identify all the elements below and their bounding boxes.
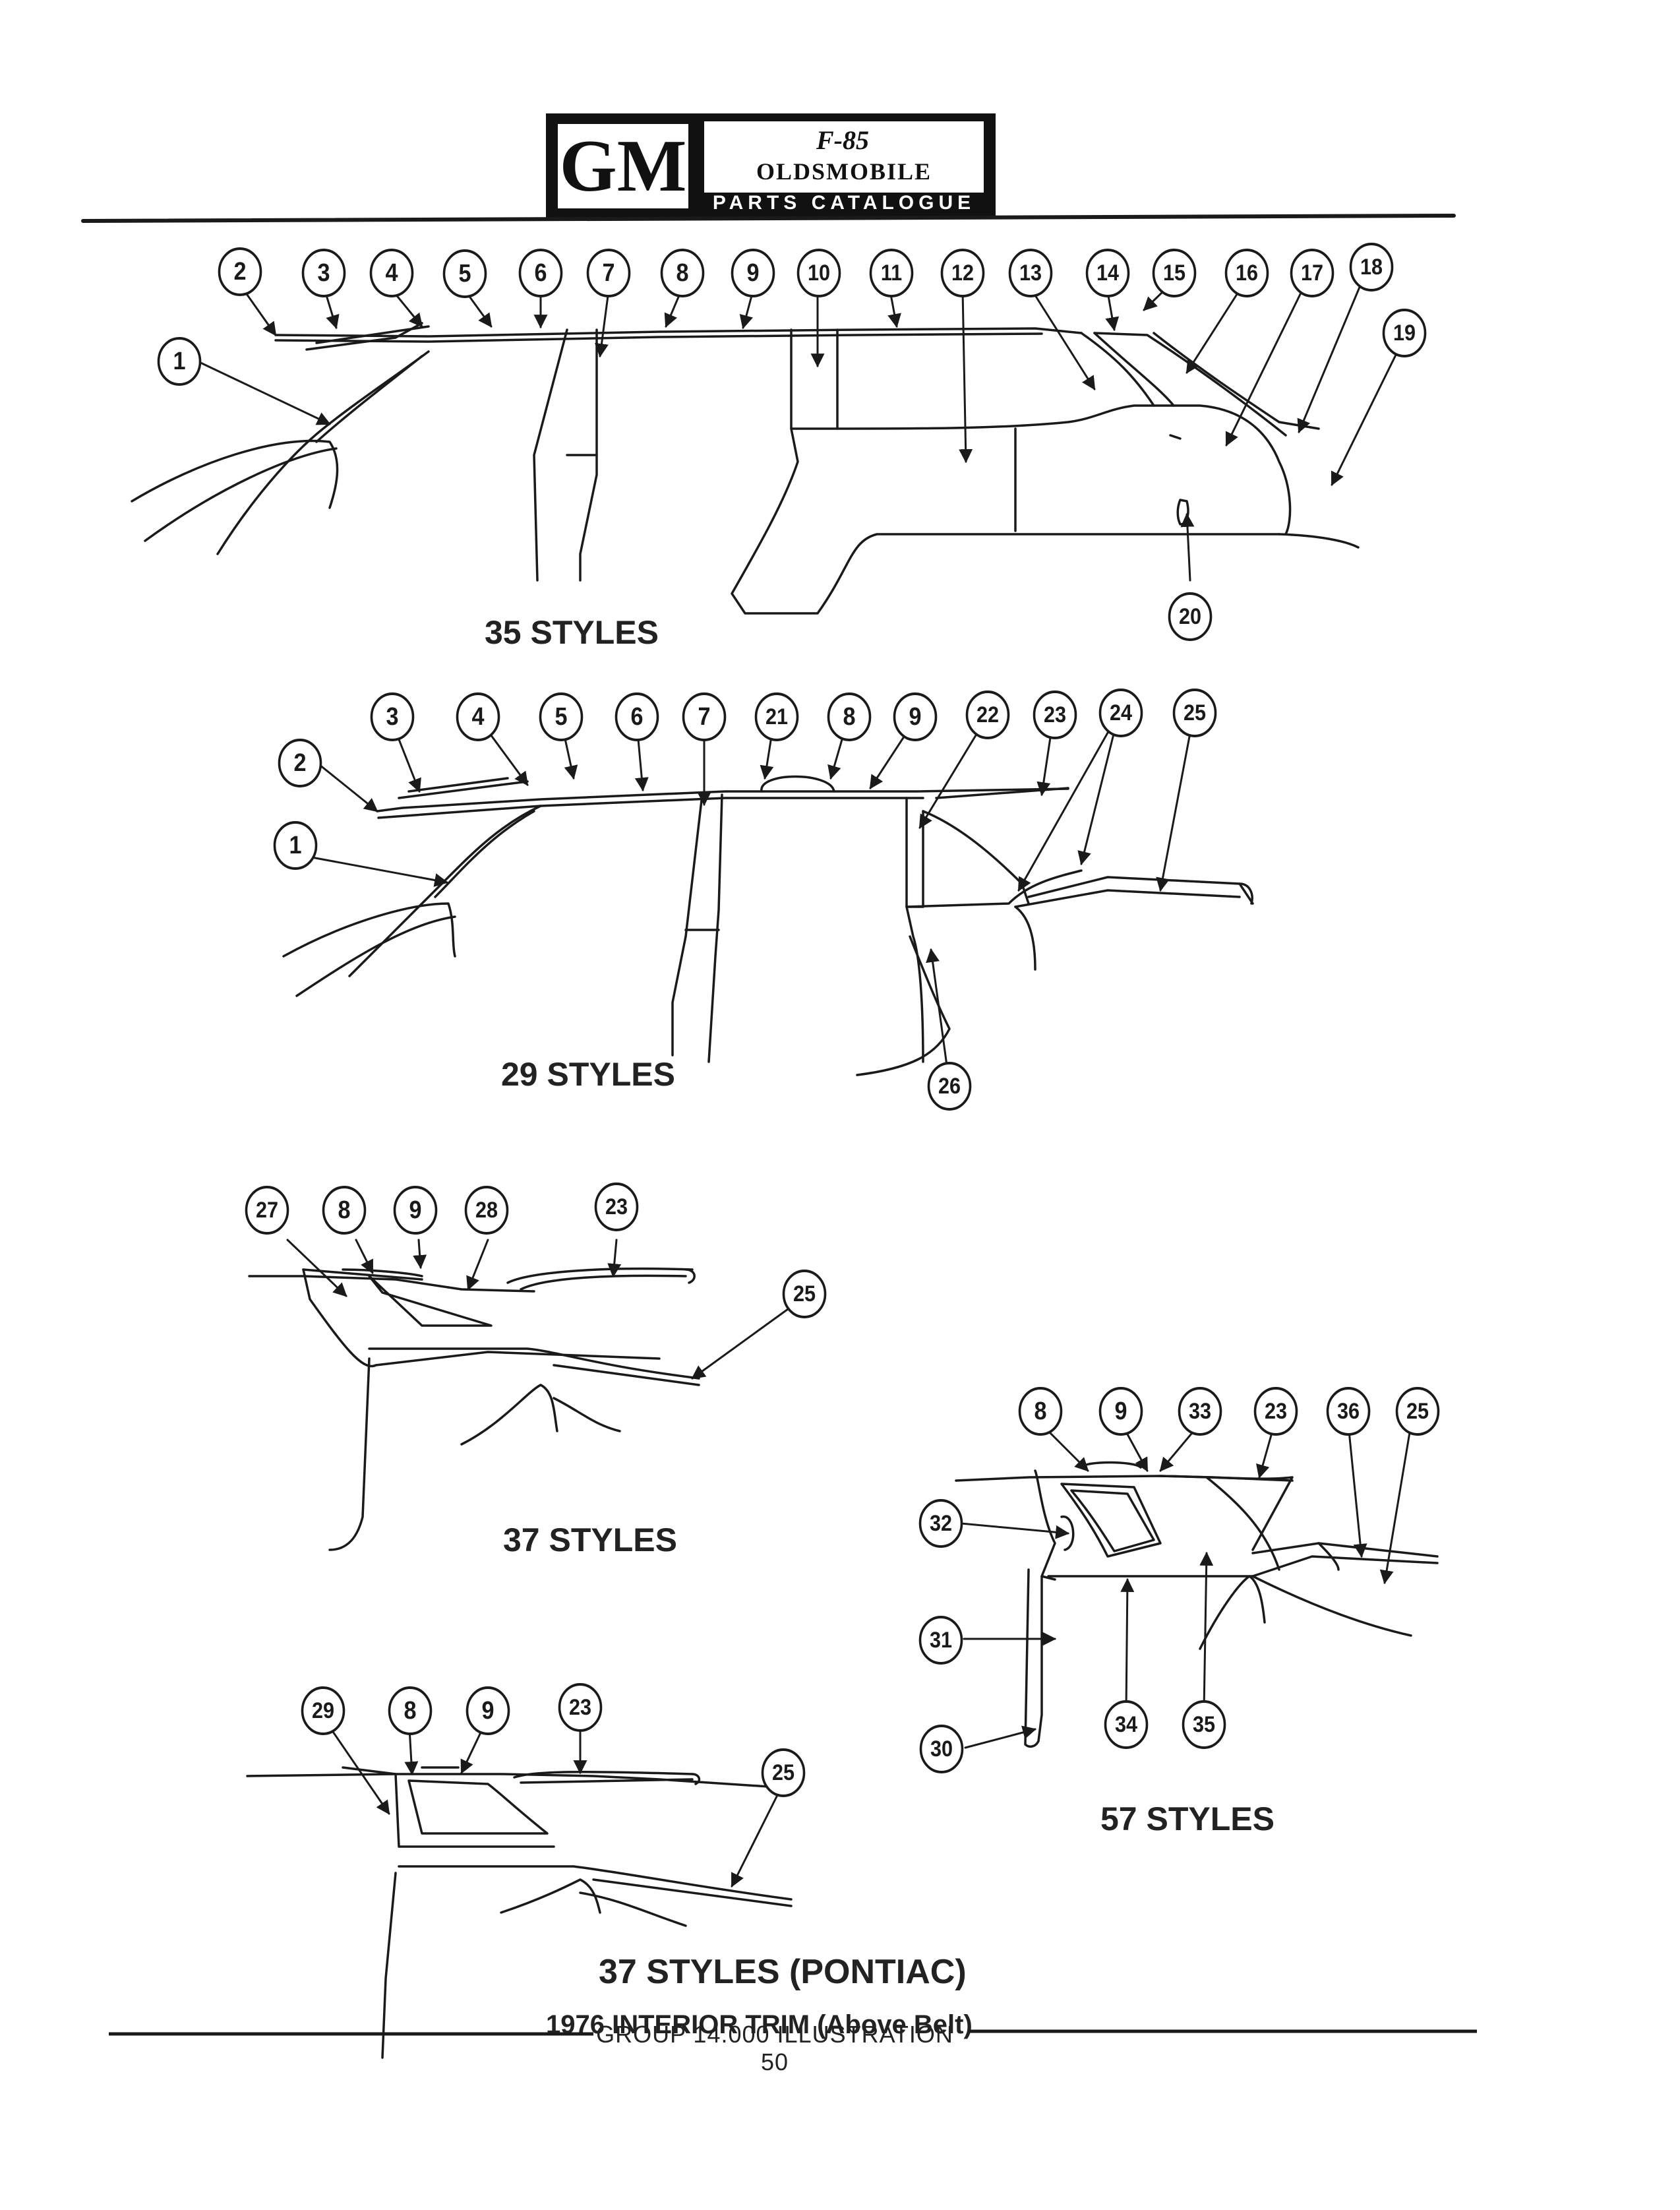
callout-27: 27 xyxy=(245,1186,289,1235)
callout-7: 7 xyxy=(682,692,727,741)
group-illustration-footer: GROUP 14.000 ILLUSTRATION 50 xyxy=(596,2021,953,2075)
callout-4: 4 xyxy=(369,249,414,297)
callout-11: 11 xyxy=(869,249,914,297)
callout-22: 22 xyxy=(965,691,1010,739)
callout-23: 23 xyxy=(558,1683,603,1732)
callout-24: 24 xyxy=(1098,689,1143,737)
callout-8: 8 xyxy=(388,1686,433,1735)
callout-23: 23 xyxy=(1253,1387,1298,1436)
header-rule xyxy=(81,214,1456,223)
illustration-title: 1976 INTERIOR TRIM (Above Belt) xyxy=(546,2010,973,2039)
callout-9: 9 xyxy=(1098,1387,1143,1436)
callout-26: 26 xyxy=(927,1062,972,1111)
callout-16: 16 xyxy=(1224,249,1269,297)
section-label-35: 35 STYLES xyxy=(485,614,659,651)
callout-36: 36 xyxy=(1326,1387,1371,1436)
callout-30: 30 xyxy=(919,1725,964,1773)
callout-25: 25 xyxy=(1172,689,1217,737)
callout-9: 9 xyxy=(393,1186,438,1235)
callout-12: 12 xyxy=(940,249,985,297)
callout-25: 25 xyxy=(761,1748,806,1797)
catalogue-label: PARTS CATALOGUE xyxy=(712,192,976,214)
section-label-37: 37 STYLES xyxy=(503,1521,677,1558)
callout-3: 3 xyxy=(301,249,346,297)
callout-18: 18 xyxy=(1349,243,1394,292)
callout-9: 9 xyxy=(731,249,775,297)
callout-34: 34 xyxy=(1104,1700,1149,1749)
callout-32: 32 xyxy=(918,1499,963,1548)
callout-23: 23 xyxy=(1033,691,1077,739)
callout-28: 28 xyxy=(464,1186,509,1235)
callout-1: 1 xyxy=(157,337,202,386)
callout-7: 7 xyxy=(586,249,631,297)
callout-8: 8 xyxy=(322,1186,367,1235)
section-label-37-pontiac: 37 STYLES (PONTIAC) xyxy=(599,1953,967,1991)
callout-8: 8 xyxy=(1018,1387,1063,1436)
callout-25: 25 xyxy=(1395,1387,1440,1436)
diagram-35-styles xyxy=(131,322,1360,615)
f85-emblem: F-85 xyxy=(816,125,869,155)
callout-1: 1 xyxy=(273,821,318,870)
callout-6: 6 xyxy=(615,692,659,741)
callout-33: 33 xyxy=(1178,1387,1222,1436)
diagram-29-styles xyxy=(282,775,1254,1076)
callout-8: 8 xyxy=(660,249,705,297)
callout-10: 10 xyxy=(796,249,841,297)
callout-21: 21 xyxy=(754,692,799,741)
callout-14: 14 xyxy=(1085,249,1130,297)
callout-5: 5 xyxy=(442,249,487,298)
callout-25: 25 xyxy=(782,1270,827,1318)
callout-9: 9 xyxy=(465,1686,510,1735)
callout-13: 13 xyxy=(1008,249,1053,297)
callout-29: 29 xyxy=(301,1686,345,1735)
diagram-37-pontiac-styles xyxy=(246,1766,793,2059)
gm-parts-catalogue-logo: GM F-85 OLDSMOBILE PARTS CATALOGUE xyxy=(546,113,996,219)
callout-23: 23 xyxy=(594,1182,639,1231)
gm-logo-mark: GM xyxy=(558,124,688,208)
callout-20: 20 xyxy=(1168,592,1213,641)
callout-3: 3 xyxy=(370,692,415,741)
callout-4: 4 xyxy=(456,692,500,741)
section-label-57: 57 STYLES xyxy=(1100,1800,1275,1837)
callout-19: 19 xyxy=(1382,309,1427,357)
make-name: OLDSMOBILE xyxy=(756,158,932,185)
callout-6: 6 xyxy=(518,249,563,297)
callout-2: 2 xyxy=(278,739,322,787)
callout-8: 8 xyxy=(827,692,872,741)
callout-2: 2 xyxy=(218,247,262,296)
callout-17: 17 xyxy=(1290,249,1335,297)
diagram-37-styles xyxy=(248,1267,700,1551)
callout-31: 31 xyxy=(918,1616,963,1665)
leader-lines xyxy=(196,284,1412,1888)
callout-9: 9 xyxy=(893,692,938,741)
callout-35: 35 xyxy=(1182,1700,1226,1749)
section-label-29: 29 STYLES xyxy=(501,1056,675,1093)
callout-5: 5 xyxy=(539,692,584,741)
callout-15: 15 xyxy=(1152,249,1197,297)
